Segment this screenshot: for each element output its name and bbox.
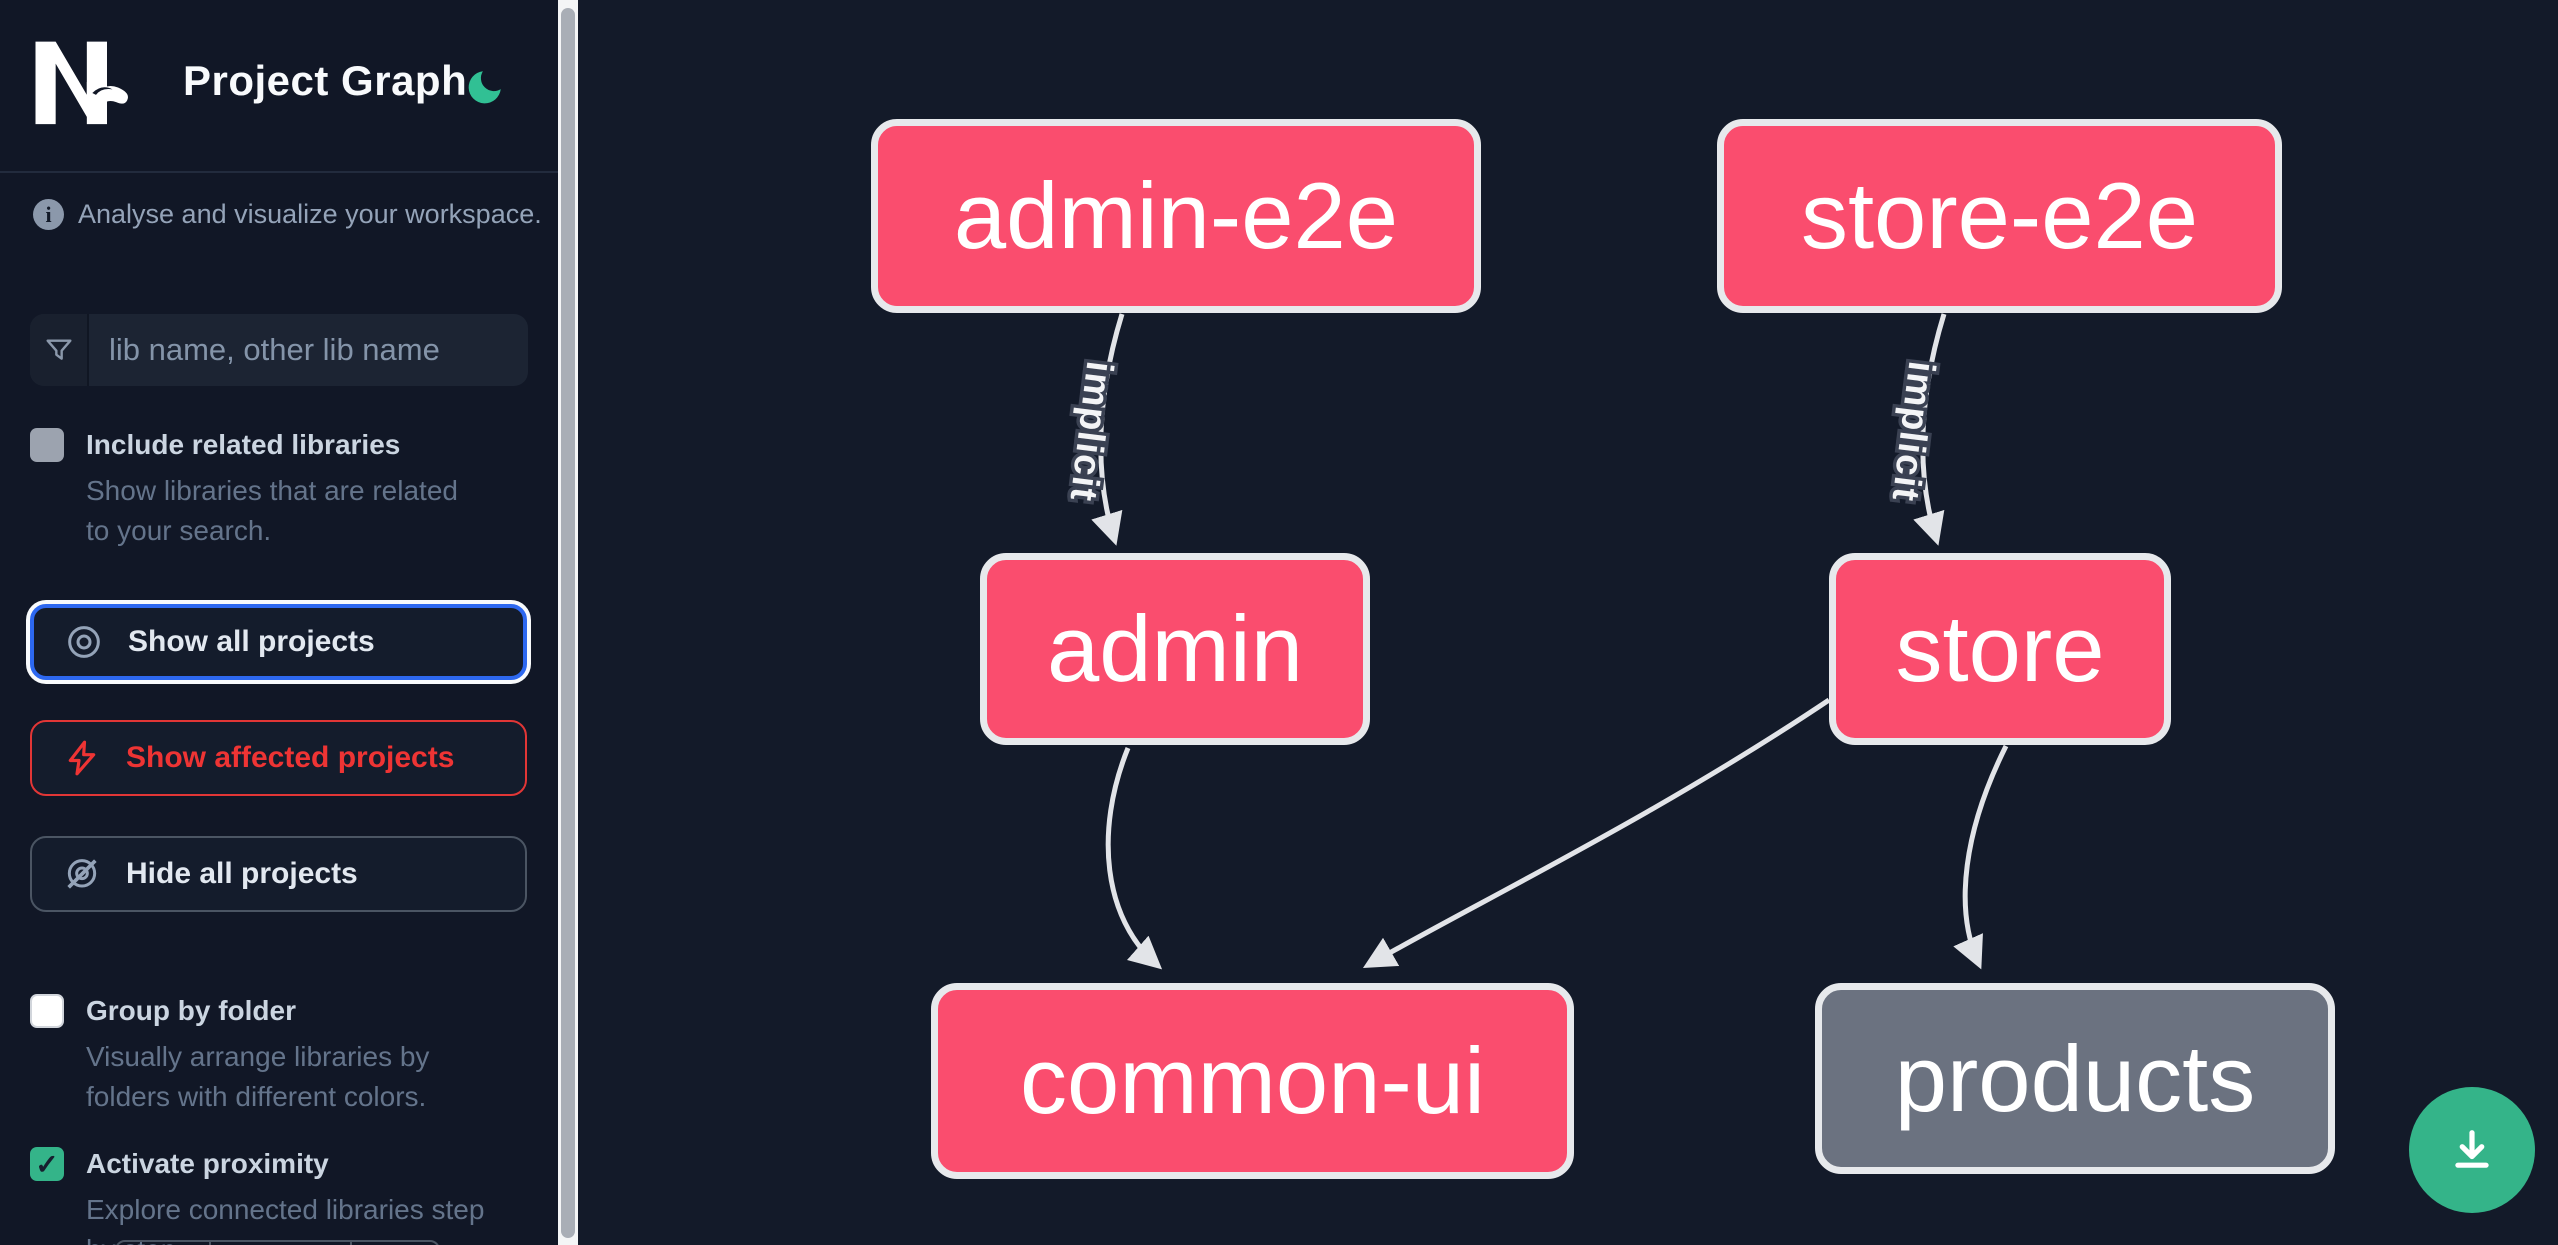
eye-off-icon [67, 859, 97, 889]
include-related-description: Show libraries that are related to your … [86, 475, 458, 546]
stepper-value [211, 1242, 352, 1245]
sidebar-header: Project Graph [0, 0, 558, 173]
include-related-checkbox[interactable] [30, 428, 64, 462]
sidebar: Project Graph i Analyse and visualize yo… [0, 0, 558, 1245]
show-affected-projects-button[interactable]: Show affected projects [30, 720, 527, 796]
show-all-projects-label: Show all projects [128, 625, 375, 658]
group-by-folder-checkbox[interactable] [30, 994, 64, 1028]
sidebar-scrollbar-track[interactable] [558, 0, 578, 1245]
download-icon [2455, 1130, 2489, 1168]
activate-proximity-description: Explore connected libraries step by step… [86, 1194, 485, 1245]
eye-icon [68, 626, 100, 658]
group-by-folder-label: Group by folder [86, 995, 296, 1026]
library-filter-box [30, 314, 528, 386]
activate-proximity-checkbox[interactable]: ✓ [30, 1147, 64, 1181]
hide-all-projects-button[interactable]: Hide all projects [30, 836, 527, 912]
proximity-depth-stepper[interactable] [115, 1240, 440, 1245]
app-title: Project Graph [183, 57, 468, 104]
nx-logo-icon [35, 41, 128, 125]
group-by-folder-description: Visually arrange libraries by folders wi… [86, 1041, 430, 1112]
workspace-tagline: Analyse and visualize your workspace. [78, 199, 542, 229]
activate-proximity-row: ✓ Activate proximity Explore connected l… [30, 1147, 530, 1245]
info-icon: i [33, 199, 64, 230]
workspace-tagline-row: i Analyse and visualize your workspace. [33, 199, 542, 230]
show-all-projects-button[interactable]: Show all projects [30, 604, 527, 680]
sidebar-scrollbar-thumb[interactable] [561, 8, 575, 1238]
include-related-row: Include related libraries Show libraries… [30, 428, 530, 588]
graph-node-admin-e2e[interactable]: admin-e2e [871, 119, 1481, 313]
graph-node-common-ui[interactable]: common-ui [931, 983, 1574, 1179]
theme-toggle-moon-icon[interactable] [464, 66, 506, 108]
include-related-label: Include related libraries [86, 429, 401, 460]
graph-node-store-e2e[interactable]: store-e2e [1717, 119, 2282, 313]
graph-node-products[interactable]: products [1815, 983, 2335, 1174]
library-filter-input[interactable] [89, 314, 528, 386]
stepper-decrement[interactable] [117, 1242, 211, 1245]
activate-proximity-label: Activate proximity [86, 1148, 329, 1179]
hide-all-projects-label: Hide all projects [126, 857, 358, 890]
group-by-folder-row: Group by folder Visually arrange librari… [30, 994, 530, 1134]
filter-funnel-icon [30, 314, 89, 386]
graph-node-store[interactable]: store [1829, 553, 2171, 745]
download-graph-button[interactable] [2409, 1087, 2535, 1213]
show-affected-projects-label: Show affected projects [126, 741, 455, 774]
graph-node-admin[interactable]: admin [980, 553, 1370, 745]
lightning-bolt-icon [68, 740, 96, 776]
